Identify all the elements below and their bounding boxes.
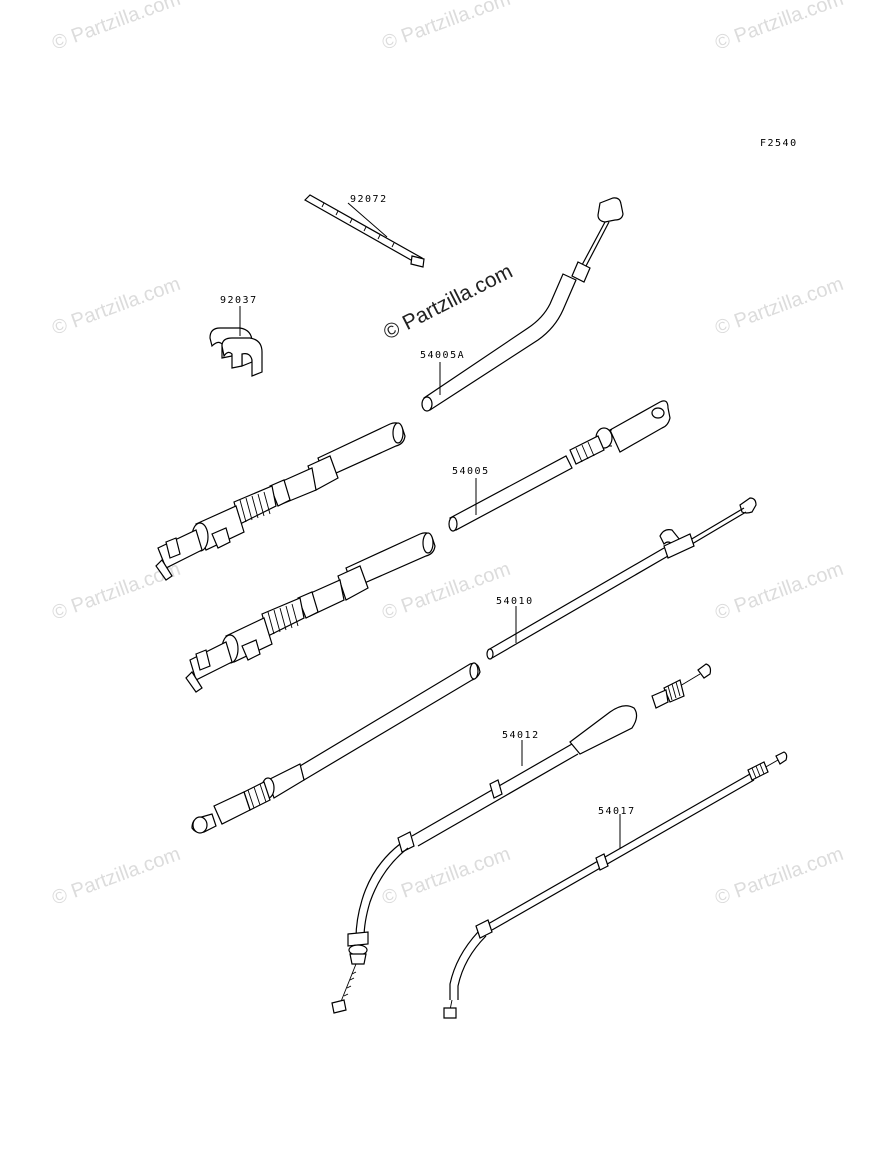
part-label-54017: 54017 [598,806,636,817]
watermark-group: © Partzilla.com © Partzilla.com © Partzi… [49,0,846,910]
watermark: © Partzilla.com [379,0,513,55]
watermark: © Partzilla.com [49,0,183,55]
part-label-54005: 54005 [452,466,490,477]
watermark: © Partzilla.com [379,843,513,910]
part-54005-lever-end[interactable] [185,532,436,693]
watermark: © Partzilla.com [712,843,846,910]
part-label-54012: 54012 [502,730,540,741]
watermark: © Partzilla.com [712,558,846,625]
watermark: © Partzilla.com [712,0,846,55]
part-54010-lever-end[interactable] [191,662,481,834]
part-54005a-cable[interactable]: 54005A [420,197,624,412]
part-54012-cable[interactable]: 54012 [331,663,712,1014]
part-label-54010: 54010 [496,596,534,607]
part-label-92037: 92037 [220,295,258,306]
watermark: © Partzilla.com [49,843,183,910]
part-54017-cable[interactable]: 54017 [443,751,788,1019]
watermark: © Partzilla.com [49,273,183,340]
part-92072-cable-tie[interactable]: 92072 [304,194,425,268]
part-54005a-lever-end[interactable] [155,422,406,581]
part-92037-clamp[interactable]: 92037 [209,295,263,377]
part-label-92072: 92072 [350,194,388,205]
part-54005-cable[interactable]: 54005 [448,400,671,532]
partzilla-watermark: © Partzilla.com [380,260,517,345]
part-label-54005A: 54005A [420,350,465,361]
figure-code: F2540 [760,138,798,149]
watermark: © Partzilla.com [712,273,846,340]
part-54010-cable[interactable]: 54010 [486,497,757,660]
